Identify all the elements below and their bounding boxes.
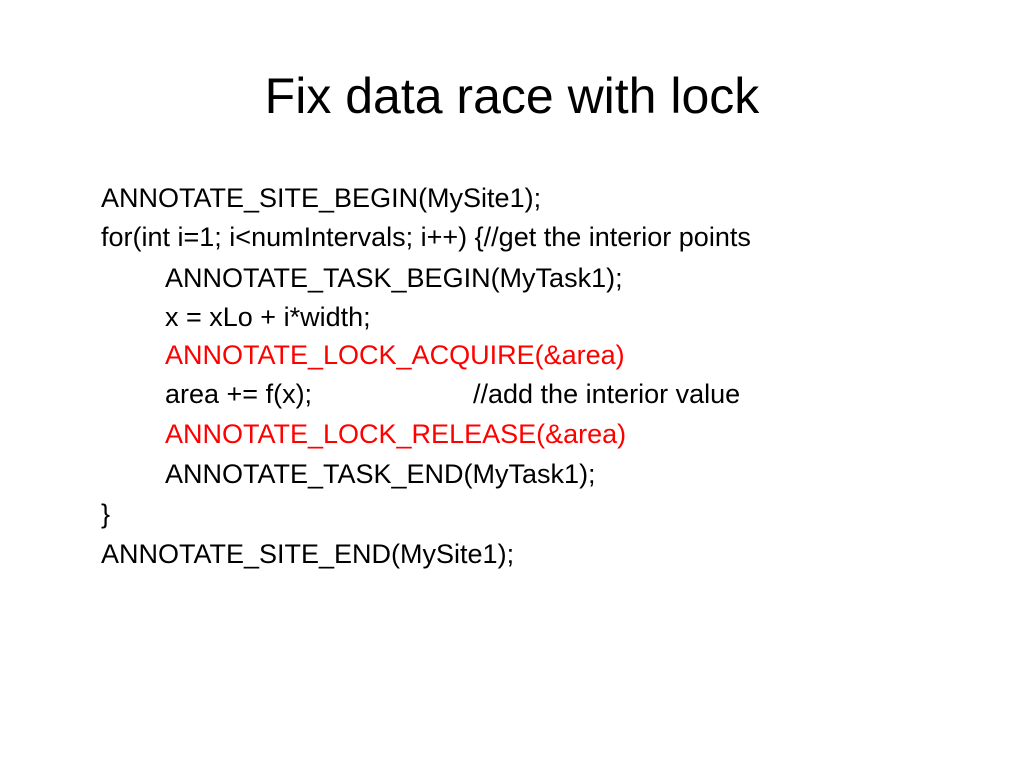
code-line-site-end: ANNOTATE_SITE_END(MySite1); (101, 539, 515, 569)
code-line-for-loop: for(int i=1; i<numIntervals; i++) {//get… (101, 222, 751, 252)
slide-title: Fix data race with lock (264, 68, 760, 124)
code-block: ANNOTATE_SITE_BEGIN(MySite1); for(int i=… (101, 178, 901, 574)
area-add-comment: //add the interior value (473, 379, 741, 409)
code-line-lock-acquire: ANNOTATE_LOCK_ACQUIRE(&area) (165, 340, 625, 370)
code-line-task-end: ANNOTATE_TASK_END(MyTask1); (165, 459, 596, 489)
code-line-task-begin: ANNOTATE_TASK_BEGIN(MyTask1); (165, 263, 623, 293)
code-line-x-assign: x = xLo + i*width; (165, 302, 371, 332)
code-line-site-begin: ANNOTATE_SITE_BEGIN(MySite1); (101, 183, 542, 213)
area-add-statement: area += f(x); (165, 379, 313, 409)
code-line-close-brace: } (101, 499, 111, 529)
code-line-area-add: area += f(x); //add the interior value (101, 374, 901, 414)
code-line-lock-release: ANNOTATE_LOCK_RELEASE(&area) (165, 419, 627, 449)
